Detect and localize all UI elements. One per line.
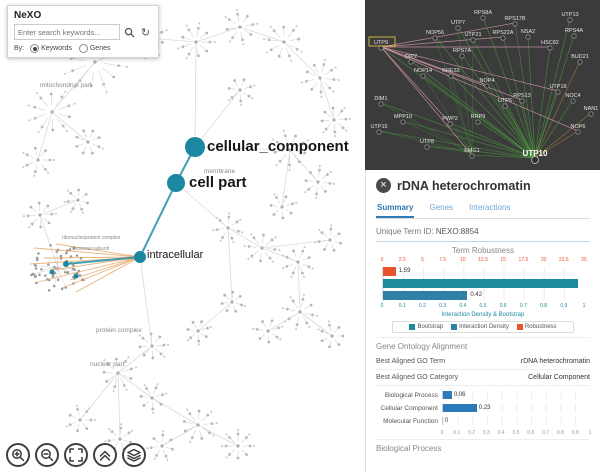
legend-robustness: Robustness [516, 324, 557, 330]
biological-process-header: Biological Process [376, 439, 590, 456]
close-icon[interactable]: × [376, 178, 391, 193]
bar-robustness: 1.59 [383, 267, 584, 276]
gene-node-rrp9[interactable]: RRP9 [471, 114, 486, 120]
gene-node-dim1[interactable]: DIM1 [374, 96, 387, 102]
unique-term-id-value: NEXO:8854 [435, 227, 479, 236]
search-panel: NeXO ↻ By: Keywords Genes [7, 5, 159, 58]
chart-title: Term Robustness [451, 246, 515, 255]
gene-node-bud21[interactable]: BUD21 [571, 54, 589, 60]
fit-icon [69, 448, 83, 462]
radio-keywords[interactable]: Keywords [30, 44, 72, 53]
gene-node-mpp10[interactable]: MPP10 [394, 114, 412, 120]
zoom-out-button[interactable] [35, 443, 59, 467]
map-toolbar [6, 443, 146, 467]
legend-interaction-density: Interaction Density [451, 324, 509, 330]
legend-bootstrap: Bootstrap [409, 324, 443, 330]
gene-node-rps8a[interactable]: RPS8A [474, 10, 492, 16]
node-label-protein-complex: protein complex [96, 327, 142, 334]
node-label-mitochondrial-part: mitochondrial part [40, 82, 92, 89]
bar-interaction-density: 0.42 [383, 291, 584, 300]
gene-node-hsc82[interactable]: HSC82 [541, 40, 559, 46]
gene-node-nop14[interactable]: NOP14 [414, 68, 432, 74]
gene-node-utp13[interactable]: UTP13 [561, 12, 578, 18]
search-icon[interactable] [123, 26, 136, 39]
gene-node-rps17b[interactable]: RPS17B [504, 16, 525, 22]
robustness-bars: 1.59 0.42 [382, 267, 584, 300]
chevrons-icon [99, 450, 111, 461]
detail-tabs: Summary Genes Interactions [376, 200, 590, 219]
bar-bootstrap [383, 279, 584, 288]
layers-button[interactable] [122, 443, 146, 467]
node-label-ribonucleoprotein-complex: ribonucleoprotein complex [62, 235, 121, 241]
chevrons-button[interactable] [93, 443, 117, 467]
gene-node-nop56[interactable]: NOP56 [426, 30, 444, 36]
node-label-membrane: membrane [204, 168, 236, 175]
go-alignment-header: Gene Ontology Alignment [376, 337, 590, 354]
gene-node-rps13[interactable]: RPS13 [513, 93, 530, 99]
tab-interactions[interactable]: Interactions [469, 203, 511, 212]
app-title: NeXO [14, 10, 42, 21]
fit-button[interactable] [64, 443, 88, 467]
node-label-nuclear-part: nuclear part [90, 361, 125, 368]
zoom-out-icon [41, 449, 54, 462]
node-label-ribosomal-subunit: ribosomal subunit [70, 246, 110, 252]
node-label-cellular-component[interactable]: cellular_component [207, 138, 349, 155]
node-label-cell-part[interactable]: cell part [189, 174, 247, 191]
refresh-icon[interactable]: ↻ [140, 26, 151, 39]
gene-node-nan1[interactable]: NAN1 [584, 106, 599, 112]
gene-node-rps7a[interactable]: RPS7A [453, 48, 471, 54]
ontology-tree-canvas[interactable] [0, 0, 365, 473]
gene-node-rps22a[interactable]: RPS22A [492, 30, 513, 36]
gene-node-nop4[interactable]: NOP4 [480, 78, 495, 84]
robustness-legend: Bootstrap Interaction Density Robustness [392, 321, 574, 333]
unique-term-id-label: Unique Term ID: [376, 227, 434, 236]
gene-node-utp10[interactable]: UTP10 [523, 149, 548, 158]
gene-node-noc4[interactable]: NOC4 [565, 93, 580, 99]
gene-node-pwp2[interactable]: PWP2 [442, 116, 458, 122]
gene-node-utp15[interactable]: UTP15 [370, 124, 387, 130]
gene-node-utp7[interactable]: UTP7 [451, 20, 465, 26]
gene-node-emg1[interactable]: EMG1 [464, 148, 480, 154]
gene-node-nop6[interactable]: NOP6 [571, 124, 586, 130]
tab-genes[interactable]: Genes [429, 203, 454, 212]
search-by-row: By: Keywords Genes [14, 44, 152, 53]
radio-genes[interactable]: Genes [78, 44, 110, 53]
gene-node-utp21[interactable]: UTP21 [464, 32, 481, 38]
zoom-in-icon [12, 449, 25, 462]
unique-term-id-row: Unique Term ID: NEXO:8854 [376, 224, 590, 242]
gene-node-utp8[interactable]: UTP8 [420, 139, 434, 145]
term-title: rDNA heterochromatin [397, 178, 531, 193]
gene-node-utp9[interactable]: UTP9 [374, 40, 388, 46]
gene-node-utp18[interactable]: UTP18 [549, 84, 566, 90]
node-label-intracellular[interactable]: intracellular [147, 249, 204, 261]
tab-summary[interactable]: Summary [376, 200, 415, 218]
search-input[interactable] [14, 24, 120, 40]
search-by-label: By: [14, 45, 25, 52]
gene-node-nsa2[interactable]: NSA2 [521, 29, 535, 35]
gene-node-kre33[interactable]: KRE33 [442, 68, 459, 74]
gene-node-utp6[interactable]: UTP6 [498, 98, 512, 104]
layers-icon [127, 448, 141, 462]
gene-node-dip2[interactable]: DIP2 [405, 54, 417, 60]
robustness-xaxis-label: Interaction Density & Bootstrap [441, 312, 525, 318]
gene-node-rps4a[interactable]: RPS4A [565, 28, 583, 34]
zoom-in-button[interactable] [6, 443, 30, 467]
